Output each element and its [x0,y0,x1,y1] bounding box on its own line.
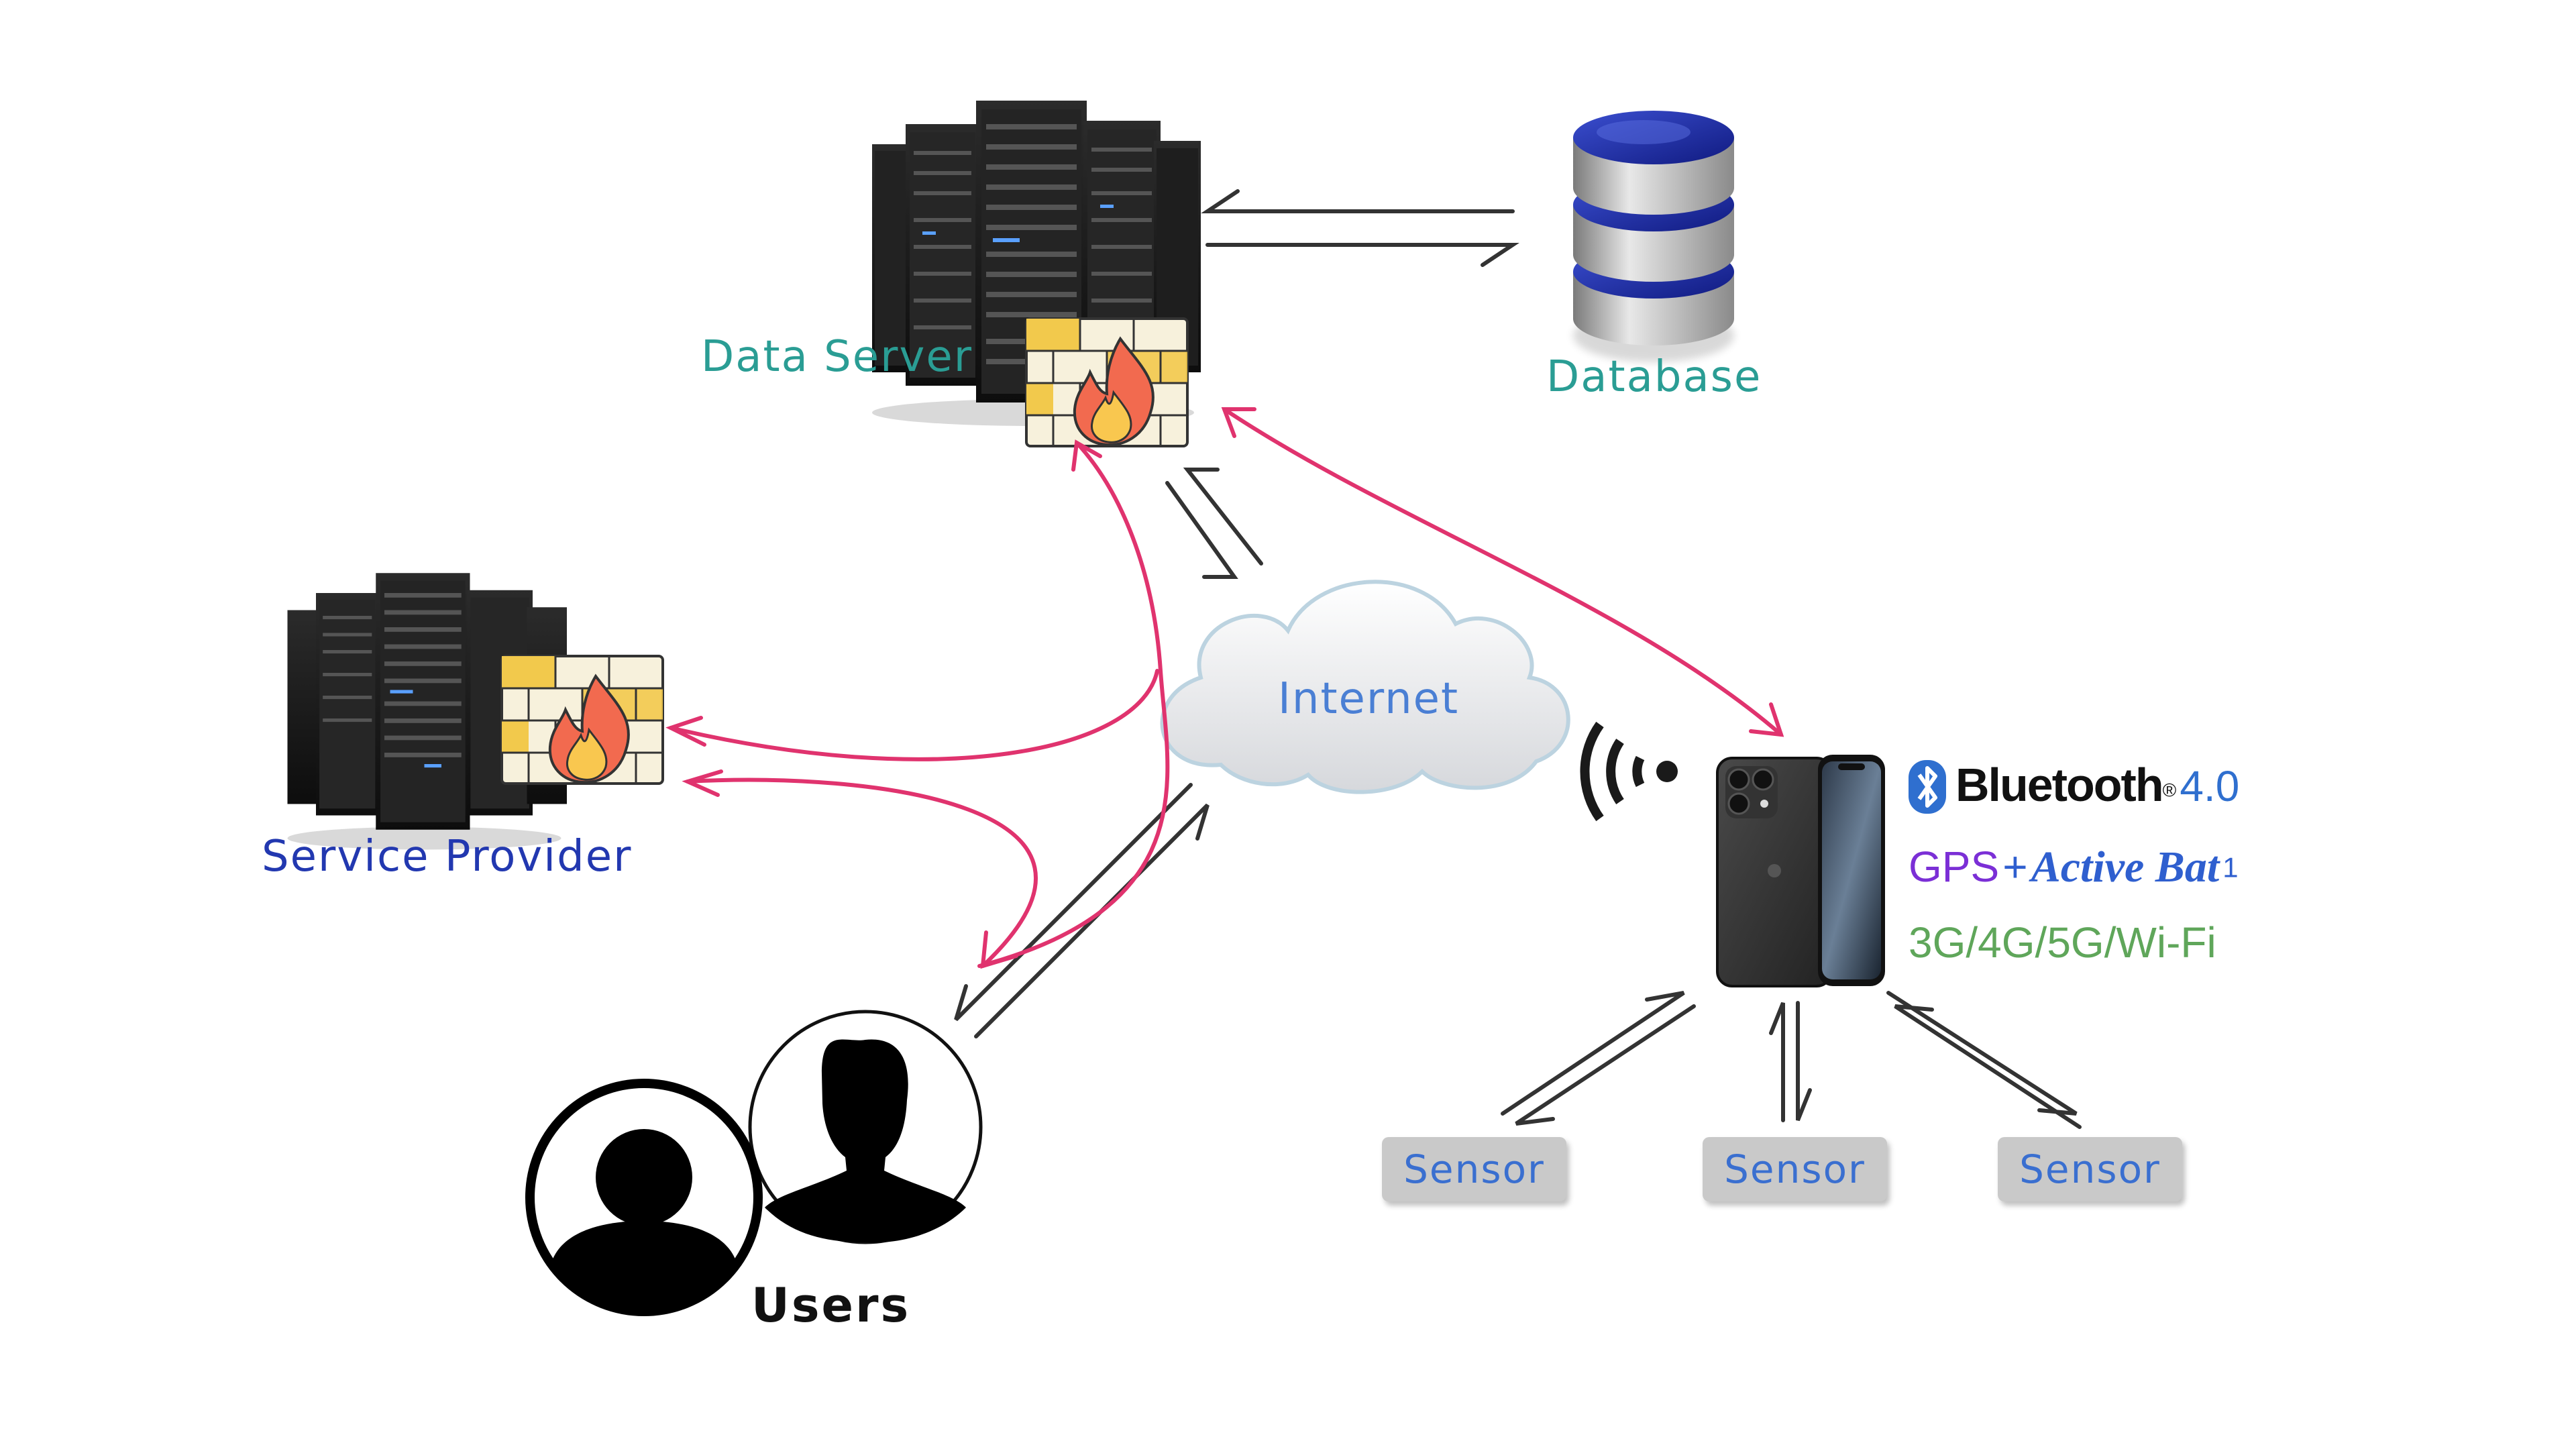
sensor-label: Sensor [2019,1146,2161,1192]
positioning-line: GPS + Active Bat 1 [1909,842,2239,893]
active-bat-label: Active Bat [2031,843,2220,892]
cloud-icon [1160,580,1570,794]
flow-users-to-server [977,441,1170,968]
plus-sign: + [2002,843,2028,891]
flow-server-phone [1222,407,1783,737]
database-label: Database [1546,352,1762,402]
flow-arrowhead-phone [1749,702,1784,737]
smartphone-icon [1716,755,1885,987]
link-arrows [954,189,2082,1129]
arrow-sensor3-to-phone [1894,1004,2082,1129]
network-label: 3G/4G/5G/Wi-Fi [1909,918,2216,967]
bluetooth-registered-mark: ® [2162,780,2177,801]
flow-provider-to-users [686,777,1038,968]
flow-arrowhead-server-right [1221,407,1256,438]
arrow-phone-to-sensor2 [1796,1001,1812,1122]
sensor-node: Sensor [1382,1137,1566,1201]
flow-arrowhead-provider-top [665,716,706,747]
sensor-node: Sensor [1998,1137,2182,1201]
arrow-sensor1-to-phone [1501,991,1685,1116]
arrow-phone-to-sensor1 [1515,1004,1696,1126]
sensor-node: Sensor [1703,1137,1887,1201]
users-label: Users [751,1278,911,1333]
internet-label: Internet [1278,674,1460,724]
flow-arrowhead-provider-bottom [682,769,723,797]
active-bat-footnote: 1 [2222,851,2239,883]
sensor-label: Sensor [1403,1146,1545,1192]
firewall-icon [1025,317,1189,447]
flow-arrowhead-server-left [1071,439,1102,472]
arrow-internet-to-users [954,783,1193,1022]
arrow-users-to-internet [974,803,1210,1038]
arrow-database-to-server [1201,189,1515,213]
bluetooth-icon [1909,760,1946,814]
service-provider-label: Service Provider [262,832,633,881]
gps-label: GPS [1909,843,2000,891]
arrow-sensor2-to-phone [1769,1002,1785,1122]
flow-server-to-provider [669,669,1159,761]
flow-arrowhead-users [980,930,1018,969]
data-server-label: Data Server [701,332,973,382]
users-icon [525,1010,983,1316]
sensor-label: Sensor [1724,1146,1866,1192]
arrow-server-to-internet [1165,481,1238,579]
bluetooth-version: 4.0 [2180,762,2240,810]
firewall-icon [500,655,664,785]
flow-arrows [665,407,1784,969]
arrow-server-to-database [1205,243,1519,267]
arrow-internet-to-server [1183,468,1263,566]
database-icon [1573,111,1734,362]
bluetooth-label: Bluetooth [1955,759,2164,811]
bluetooth-line: Bluetooth® 4.0 [1955,758,2239,812]
wifi-signal-icon [1580,721,1678,822]
arrow-phone-to-sensor3 [1886,991,2078,1116]
